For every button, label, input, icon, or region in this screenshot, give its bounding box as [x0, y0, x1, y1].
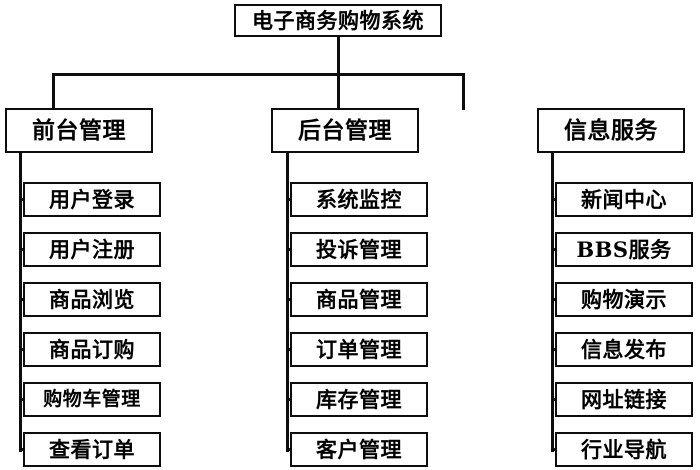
connector-tick [19, 198, 25, 201]
node-leaf: 商品订购 [23, 332, 161, 367]
node-leaf-label: 用户注册 [49, 237, 135, 262]
connector-tick [19, 248, 25, 251]
connector-tick [286, 398, 292, 401]
node-leaf: 库存管理 [290, 382, 428, 417]
connector-spine-front-office [19, 152, 22, 452]
node-leaf-label: 商品浏览 [49, 287, 135, 312]
node-leaf-label: 库存管理 [316, 387, 402, 412]
node-leaf-label: 客户管理 [316, 437, 402, 462]
connector-tick [19, 448, 25, 451]
node-leaf-label: 新闻中心 [581, 187, 667, 212]
connector-tick [286, 348, 292, 351]
connector-spine-back-office [286, 152, 289, 452]
node-leaf: 购物演示 [555, 282, 693, 317]
connector-tick [286, 448, 292, 451]
connector-tick [19, 398, 25, 401]
node-leaf-label: 行业导航 [581, 437, 667, 462]
node-leaf-label: 购物车管理 [43, 388, 141, 410]
node-leaf-label: 系统监控 [316, 187, 402, 212]
node-leaf-label: 查看订单 [49, 437, 135, 462]
node-leaf: 行业导航 [555, 432, 693, 467]
connector-tick [551, 448, 557, 451]
connector-tick [19, 298, 25, 301]
connector-drop-information-service [462, 73, 465, 110]
node-leaf: 信息发布 [555, 332, 693, 367]
node-leaf: 用户登录 [23, 182, 161, 217]
node-leaf: 商品管理 [290, 282, 428, 317]
node-root-label: 电子商务购物系统 [252, 8, 424, 33]
node-leaf: 购物车管理 [23, 382, 161, 417]
connector-drop-back-office [337, 73, 340, 110]
node-leaf: 客户管理 [290, 432, 428, 467]
node-leaf-label: 信息发布 [581, 337, 667, 362]
connector-root-stem [337, 36, 340, 75]
node-leaf: 商品浏览 [23, 282, 161, 317]
connector-tick [19, 348, 25, 351]
connector-tick [551, 348, 557, 351]
connector-tick [286, 298, 292, 301]
node-root: 电子商务购物系统 [234, 4, 442, 37]
connector-tick [551, 248, 557, 251]
node-leaf: 订单管理 [290, 332, 428, 367]
node-leaf-label: 用户登录 [49, 187, 135, 212]
node-leaf-label: 商品订购 [49, 337, 135, 362]
node-leaf: 网址链接 [555, 382, 693, 417]
connector-tick [551, 398, 557, 401]
node-group-information-service: 信息服务 [537, 108, 685, 153]
node-leaf: 用户注册 [23, 232, 161, 267]
connector-drop-front-office [52, 73, 55, 110]
node-group-front-office: 前台管理 [5, 108, 153, 153]
node-group-back-office-label: 后台管理 [298, 117, 392, 144]
node-leaf-label: 订单管理 [316, 337, 402, 362]
node-leaf: 投诉管理 [290, 232, 428, 267]
node-leaf: BBS服务 [555, 232, 693, 267]
node-leaf-label: BBS服务 [576, 237, 672, 262]
connector-tick [286, 198, 292, 201]
connector-tick [551, 298, 557, 301]
node-group-information-service-label: 信息服务 [564, 117, 658, 144]
node-leaf-label: 购物演示 [581, 287, 667, 312]
node-group-front-office-label: 前台管理 [32, 117, 126, 144]
connector-tick [551, 198, 557, 201]
connector-tick [286, 248, 292, 251]
node-leaf-label: 商品管理 [316, 287, 402, 312]
node-leaf-label: 网址链接 [581, 387, 667, 412]
node-leaf: 新闻中心 [555, 182, 693, 217]
connector-spine-information-service [551, 152, 554, 452]
node-leaf-label: 投诉管理 [316, 237, 402, 262]
node-leaf: 系统监控 [290, 182, 428, 217]
node-leaf: 查看订单 [23, 432, 161, 467]
node-group-back-office: 后台管理 [271, 108, 419, 153]
connector-main-bus [52, 73, 465, 76]
